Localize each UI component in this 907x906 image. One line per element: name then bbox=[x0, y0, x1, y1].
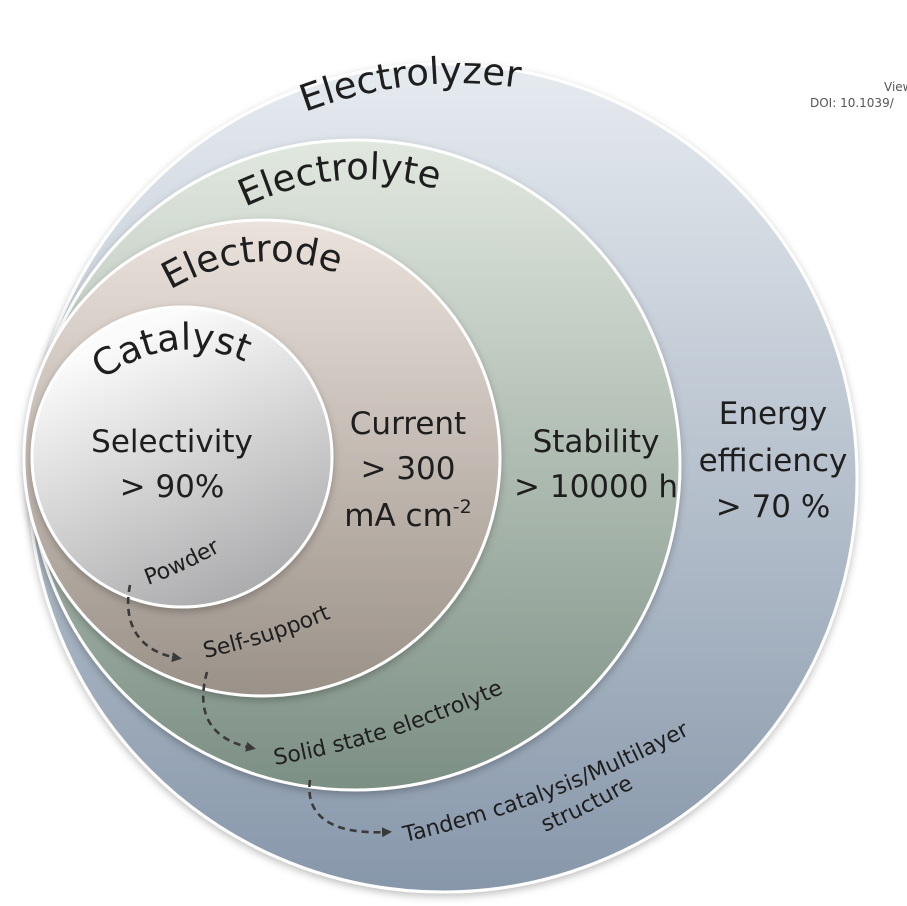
selectivity-text: Selectivity bbox=[91, 424, 253, 460]
electrode-metric: Current > 300 mA cm-2 bbox=[344, 406, 471, 534]
arrow-powder-to-self-support bbox=[126, 584, 182, 662]
current-value: > 300 bbox=[361, 451, 456, 487]
current-unit: mA cm-2 bbox=[344, 496, 471, 534]
catalyst-metric: Selectivity > 90% bbox=[91, 424, 253, 505]
arrow-self-support-to-solid-state bbox=[201, 671, 256, 752]
energy-text: Energy bbox=[719, 396, 828, 432]
efficiency-text: efficiency bbox=[699, 443, 848, 479]
efficiency-value: > 70 % bbox=[716, 489, 831, 525]
catalyst-core bbox=[30, 305, 334, 609]
doi-text: DOI: 10.1039/ bbox=[810, 96, 895, 110]
stability-text: Stability bbox=[533, 424, 660, 460]
stability-value: > 10000 h bbox=[514, 469, 678, 505]
current-text: Current bbox=[350, 406, 466, 442]
view-text: View bbox=[884, 80, 907, 94]
electrolyte-metric: Stability > 10000 h bbox=[514, 424, 678, 505]
electrolyzer-metric: Energy efficiency > 70 % bbox=[699, 396, 848, 525]
selectivity-value: > 90% bbox=[120, 469, 225, 505]
